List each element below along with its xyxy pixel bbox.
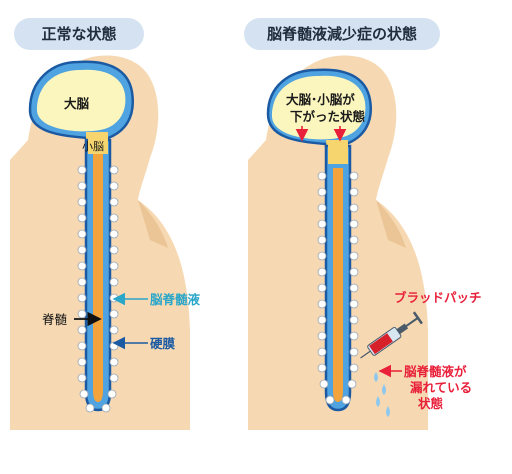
label-cerebrum-left: 大脳: [64, 96, 90, 111]
label-blood-patch: ブラッドパッチ: [394, 290, 482, 305]
vertebrae-right: [317, 171, 359, 405]
label-brain-sagged-line1: 大脳･小脳が: [286, 92, 355, 107]
cerebrum-left: [37, 69, 126, 132]
csf-droplets-icon: [374, 372, 390, 417]
label-csf-leak-line3: 状態: [418, 396, 444, 411]
spinal-cord-left: [93, 150, 103, 402]
label-csf-leak-line2: 漏れている: [410, 380, 472, 395]
title-normal-state: 正常な状態: [14, 18, 144, 50]
spinal-cord-right: [333, 168, 343, 402]
hypovolemia-figure: 大脳･小脳が 下がった状態 ブラッドパッチ 脳脊髄液が 漏れている 状態: [248, 55, 482, 431]
label-spinal-cord: 脊髄: [42, 312, 68, 327]
cerebrum-right: [272, 75, 366, 140]
label-dura: 硬膜: [150, 336, 176, 351]
label-csf-left: 脳脊髄液: [150, 292, 201, 307]
normal-figure: 大脳 小脳 脊髄 脳脊髄液 硬膜: [10, 55, 201, 431]
label-cerebellum-left: 小脳: [82, 140, 104, 153]
syringe-icon: [360, 311, 423, 359]
label-csf-leak-line1: 脳脊髄液が: [404, 364, 467, 379]
label-brain-sagged-line2: 下がった状態: [290, 109, 366, 124]
title-csf-hypovolemia-state: 脳脊髄液減少症の状態: [244, 18, 440, 50]
